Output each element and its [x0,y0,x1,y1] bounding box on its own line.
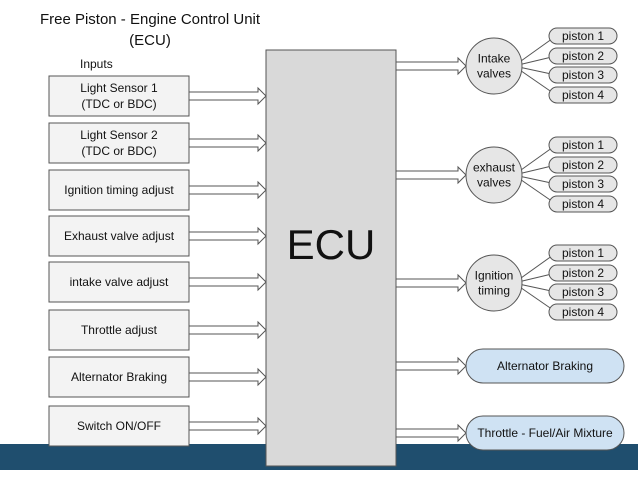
piston-pill [548,244,618,262]
output-arrow [395,423,467,443]
diagram-title-line-2: (ECU) [129,32,171,49]
piston-label: piston 3 [562,285,604,299]
input-label: Exhaust valve adjust [64,229,175,243]
piston-pill [548,283,618,301]
input-label: Light Sensor 2 [80,128,158,142]
input-box [48,356,190,398]
input-arrow [188,272,267,292]
piston-pill [548,175,618,193]
output-box [465,348,625,384]
input-arrow [188,226,267,246]
piston-pill [548,86,618,104]
input-box [48,75,190,117]
output-node [465,254,523,312]
output-node-label: exhaust [473,161,516,175]
input-label: Ignition timing adjust [64,183,174,197]
input-arrow [188,180,267,200]
input-label: intake valve adjust [70,275,169,289]
piston-pill [548,156,618,174]
input-arrow [188,86,267,106]
piston-label: piston 2 [562,266,604,280]
output-node-label: valves [477,67,511,81]
ecu-label: ECU [287,221,376,268]
input-box [48,122,190,164]
piston-label: piston 2 [562,158,604,172]
input-label: Light Sensor 1 [80,81,158,95]
output-node-label: timing [478,284,510,298]
input-arrow [188,320,267,340]
piston-pill [548,136,618,154]
output-label: Throttle - Fuel/Air Mixture [477,426,613,440]
output-node-label: valves [477,176,511,190]
input-box [48,215,190,257]
input-label: (TDC or BDC) [81,144,156,158]
piston-label: piston 4 [562,197,604,211]
piston-pill [548,66,618,84]
input-arrow [188,133,267,153]
piston-label: piston 1 [562,246,604,260]
input-label: (TDC or BDC) [81,97,156,111]
piston-label: piston 4 [562,88,604,102]
input-box [48,309,190,351]
output-node-label: Ignition [475,269,514,283]
output-node [465,37,523,95]
piston-pill [548,303,618,321]
output-arrow [395,165,467,185]
piston-label: piston 3 [562,177,604,191]
input-arrow [188,367,267,387]
output-node-label: Intake [478,52,511,66]
diagram-title-line-1: Free Piston - Engine Control Unit [40,11,261,28]
piston-pill [548,27,618,45]
input-box [48,405,190,447]
piston-label: piston 4 [562,305,604,319]
input-label: Throttle adjust [81,323,158,337]
input-label: Alternator Braking [71,370,167,384]
piston-pill [548,47,618,65]
piston-pill [548,264,618,282]
output-arrow [395,56,467,76]
output-box [465,415,625,451]
input-arrow [188,416,267,436]
ecu-block [265,49,397,467]
output-label: Alternator Braking [497,359,593,373]
piston-pill [548,195,618,213]
output-arrow [395,356,467,376]
inputs-caption: Inputs [80,57,113,71]
piston-label: piston 3 [562,68,604,82]
piston-label: piston 1 [562,138,604,152]
input-box [48,169,190,211]
input-box [48,261,190,303]
piston-label: piston 2 [562,49,604,63]
output-arrow [395,273,467,293]
output-node [465,146,523,204]
piston-label: piston 1 [562,29,604,43]
input-label: Switch ON/OFF [77,419,161,433]
